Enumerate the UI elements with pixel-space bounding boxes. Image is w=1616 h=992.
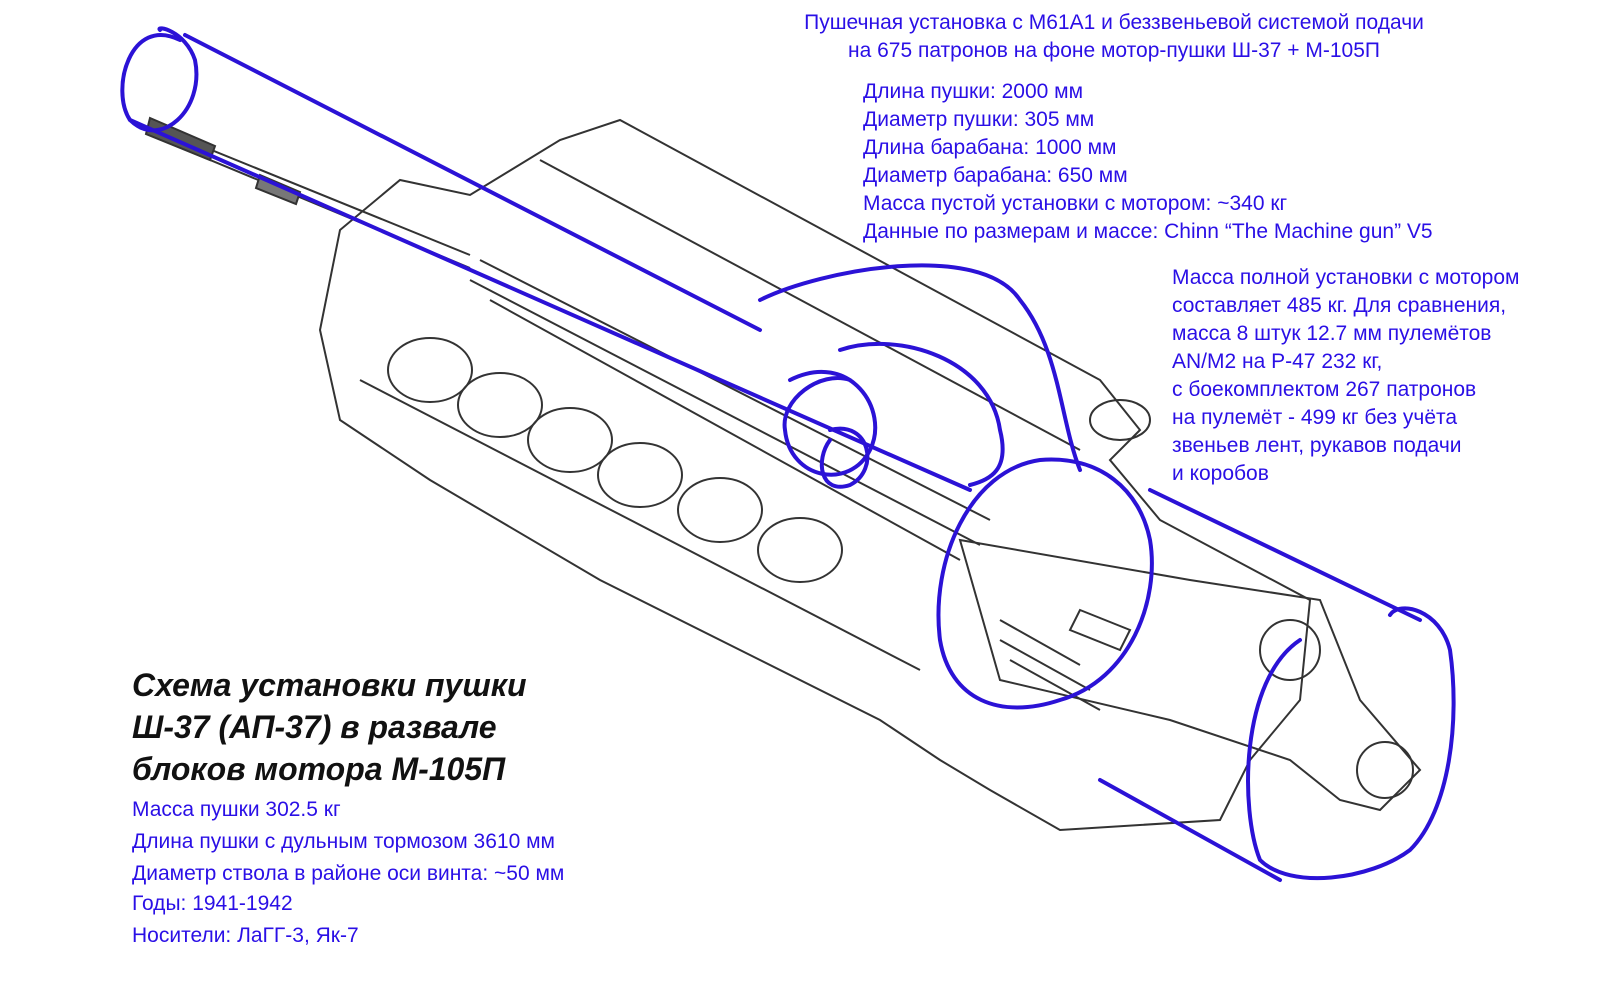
diagram-caption: Схема установки пушки Ш-37 (АП-37) в раз… [132, 664, 527, 790]
sh37-line: Диаметр ствола в районе оси винта: ~50 м… [132, 862, 565, 885]
spec-line: Диаметр барабана: 650 мм [863, 164, 1128, 187]
m61-specs: Длина пушки: 2000 мм Диаметр пушки: 305 … [863, 78, 1433, 246]
engine-line-drawing [144, 116, 1422, 832]
cylinder-ovals [387, 337, 843, 583]
comparison-line: AN/M2 на P-47 232 кг, [1172, 350, 1383, 373]
title-line: на 675 патронов на фоне мотор-пушки Ш-37… [847, 39, 1380, 62]
sh37-line: Носители: ЛаГГ-3, Як-7 [132, 924, 359, 947]
comparison-line: на пулемёт - 499 кг без учёта [1172, 406, 1458, 429]
spec-line: Длина пушки: 2000 мм [863, 80, 1084, 103]
spec-line: Длина барабана: 1000 мм [863, 136, 1117, 159]
hand-drawn-blue-outline [120, 26, 1456, 882]
caption-line: Схема установки пушки [132, 667, 527, 703]
comparison-line: с боекомплектом 267 патронов [1172, 378, 1477, 401]
spec-line: Данные по размерам и массе: Chinn “The M… [863, 220, 1433, 243]
spec-line: Масса пустой установки с мотором: ~340 к… [863, 192, 1288, 215]
comparison-line: масса 8 штук 12.7 мм пулемётов [1172, 322, 1492, 345]
sh37-line: Масса пушки 302.5 кг [132, 798, 341, 821]
comparison-line: составляет 485 кг. Для сравнения, [1172, 294, 1507, 317]
sh37-line: Длина пушки с дульным тормозом 3610 мм [132, 830, 555, 853]
comparison-line: Масса полной установки с мотором [1172, 266, 1520, 289]
caption-line: Ш-37 (АП-37) в развале [132, 709, 497, 745]
installation-title: Пушечная установка с M61A1 и беззвеньево… [764, 9, 1464, 65]
sh37-line: Годы: 1941-1942 [132, 892, 293, 915]
title-line: Пушечная установка с M61A1 и беззвеньево… [804, 11, 1424, 34]
comparison-line: и коробов [1172, 462, 1269, 485]
comparison-line: звеньев лент, рукавов подачи [1172, 434, 1462, 457]
spec-line: Диаметр пушки: 305 мм [863, 108, 1095, 131]
caption-line: блоков мотора М-105П [132, 751, 506, 787]
comparison-note: Масса полной установки с мотором составл… [1172, 264, 1519, 488]
sh37-specs: Масса пушки 302.5 кг Длина пушки с дульн… [132, 794, 564, 952]
